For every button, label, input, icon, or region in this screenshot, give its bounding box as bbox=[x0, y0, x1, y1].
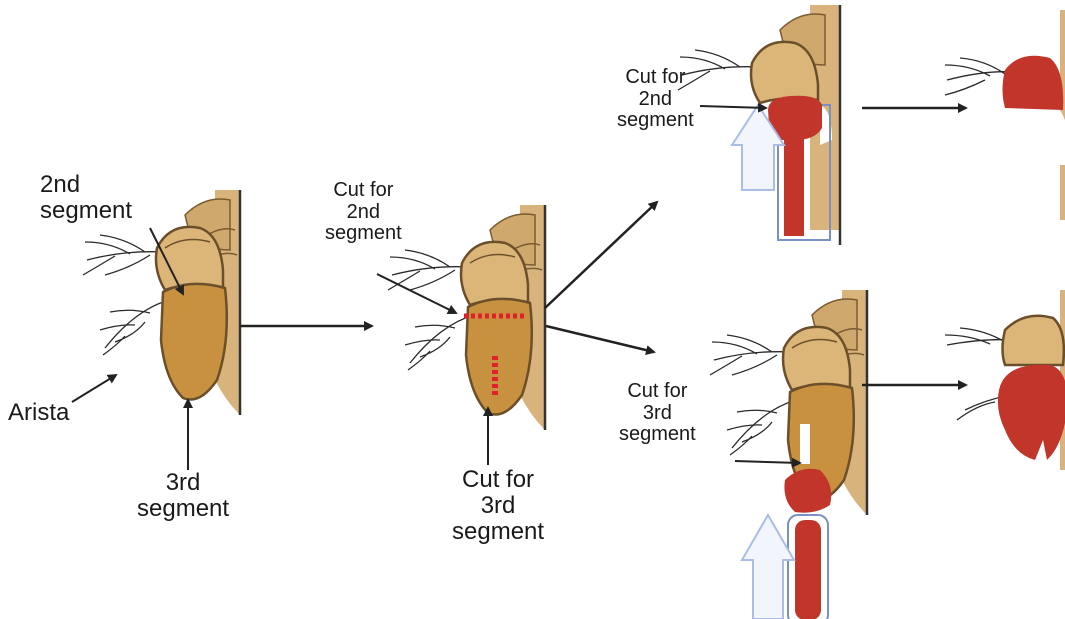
label-cut-second-top-line-3: segment bbox=[617, 110, 694, 132]
cut-gap-third-segment bbox=[800, 424, 810, 464]
label-cut-third-bottom-line-1: Cut for bbox=[619, 381, 696, 403]
result-third-segment bbox=[945, 290, 1065, 470]
label-cut-second-line-3: segment bbox=[325, 223, 402, 245]
label-cut-second-top-line-2: 2nd bbox=[617, 89, 694, 111]
label-second-segment-line-2: segment bbox=[40, 198, 132, 224]
arrow-step-2-top bbox=[545, 202, 657, 308]
label-cut-third-line-1: Cut for bbox=[452, 467, 544, 493]
label-cut-second-line-1: Cut for bbox=[325, 180, 402, 202]
label-second-segment-line-1: 2nd bbox=[40, 172, 132, 198]
arrow-step-2-bottom bbox=[546, 326, 654, 352]
result-second-segment bbox=[945, 10, 1065, 220]
label-arista: Arista bbox=[8, 400, 69, 426]
arrow-cut-second-pointer bbox=[377, 274, 456, 313]
flow-arrow-bottom bbox=[742, 515, 794, 619]
pipette-bottom bbox=[784, 469, 831, 619]
label-cut-third-bottom-line-3: segment bbox=[619, 424, 696, 446]
label-second-segment: 2nd segment bbox=[40, 172, 132, 224]
label-cut-third: Cut for 3rd segment bbox=[452, 467, 544, 545]
label-cut-third-bottom: Cut for 3rd segment bbox=[619, 381, 696, 446]
label-cut-third-line-3: segment bbox=[452, 519, 544, 545]
label-third-segment-line-1: 3rd bbox=[137, 470, 229, 496]
label-cut-second-top: Cut for 2nd segment bbox=[617, 67, 694, 132]
label-cut-second: Cut for 2nd segment bbox=[325, 180, 402, 245]
label-third-segment: 3rd segment bbox=[137, 470, 229, 522]
label-cut-second-line-2: 2nd bbox=[325, 202, 402, 224]
label-cut-second-top-line-1: Cut for bbox=[617, 67, 694, 89]
arrow-to-arista bbox=[72, 375, 116, 402]
label-third-segment-line-2: segment bbox=[137, 496, 229, 522]
label-cut-third-line-2: 3rd bbox=[452, 493, 544, 519]
label-cut-third-bottom-line-2: 3rd bbox=[619, 403, 696, 425]
